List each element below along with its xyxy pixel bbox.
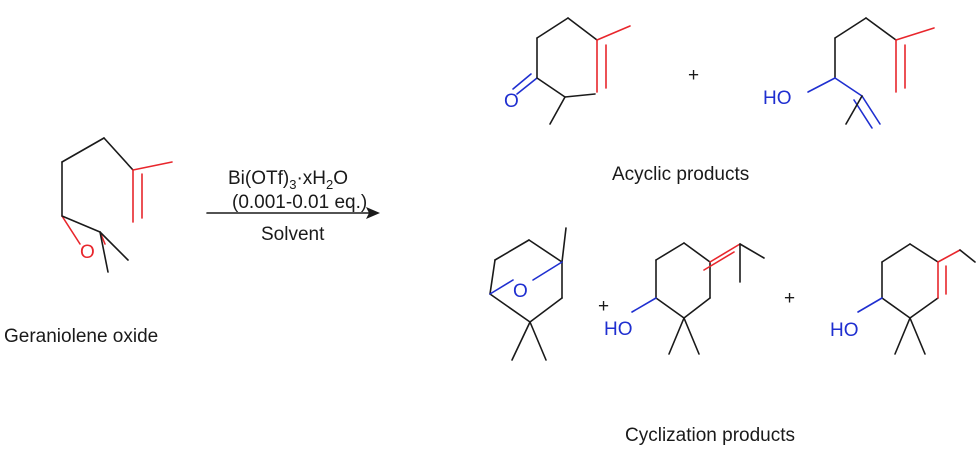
reactant-oxygen: O <box>80 242 95 263</box>
cyclohexenol-2-hydroxyl: HO <box>830 320 859 341</box>
reaction-conditions: Bi(OTf)3·xH2O (0.001-0.01 eq.) Solvent <box>206 168 380 245</box>
ether-oxygen: O <box>513 281 528 302</box>
acyclic-ketone-structure: O <box>504 17 631 125</box>
acyclic-plus: + <box>688 65 699 86</box>
reagent-formula: Bi(OTf)3·xH2O <box>228 168 348 192</box>
acyclic-alcohol-group: HO <box>763 88 792 109</box>
acyclic-products-label: Acyclic products <box>612 164 749 185</box>
reactant-name: Geraniolene oxide <box>4 326 158 347</box>
reagent-amount: (0.001-0.01 eq.) <box>232 192 367 213</box>
cyclization-plus-1: + <box>598 296 609 317</box>
reactant-structure: O <box>61 137 173 273</box>
cyclohexenol-2-structure: HO <box>830 243 976 355</box>
arrow-head <box>366 207 380 219</box>
bicyclic-ether-structure: O <box>489 227 567 361</box>
ketone-oxygen: O <box>504 91 519 112</box>
cyclohexenol-1-hydroxyl: HO <box>604 319 633 340</box>
acyclic-alcohol-structure: HO <box>763 17 935 129</box>
solvent-label: Solvent <box>261 224 325 245</box>
cyclization-plus-2: + <box>784 288 795 309</box>
cyclohexenol-1-structure: HO <box>604 242 765 355</box>
cyclization-products-label: Cyclization products <box>625 425 795 446</box>
